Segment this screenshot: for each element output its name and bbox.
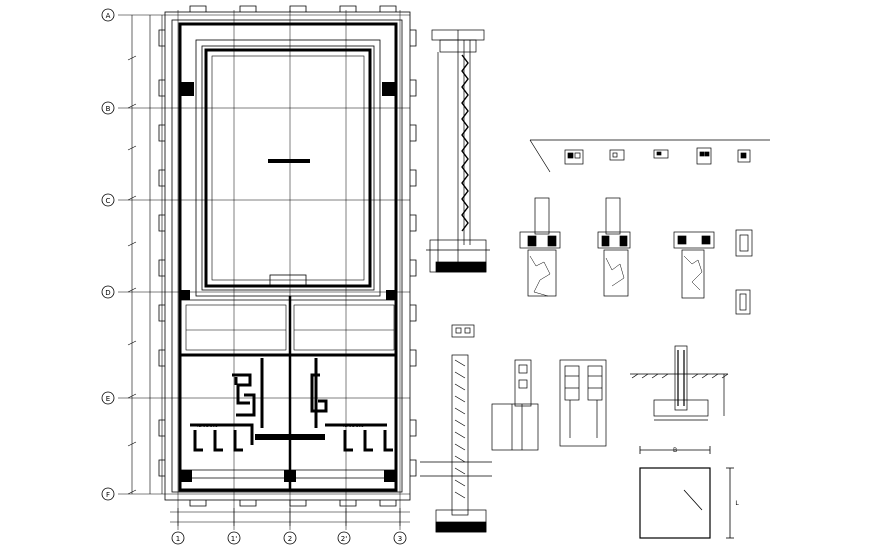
svg-text:D: D [105,289,110,297]
toilet-label-right: TLAVE-301 [341,423,364,428]
svg-text:E: E [106,395,110,403]
row-bubble-b: B [101,101,115,115]
col-bubble-2p: 2' [337,531,351,545]
footing-plan-labels: B L [673,447,739,507]
col-bubble-3: 3 [393,531,407,545]
svg-text:C: C [106,197,111,205]
row-bubble-a: A [101,8,115,22]
beam-sections-row [529,139,770,173]
center-bar [268,159,310,163]
wall-section-detail [426,29,490,273]
plan-annotations: TLAVE-301 TLAVE-301 [195,423,364,428]
column-elevation [420,324,492,533]
dim-b: B [673,447,677,454]
structural-wall [178,22,398,492]
svg-text:B: B [106,105,111,113]
toilet-label-left: TLAVE-301 [195,423,218,428]
retaining-wall-section [630,345,729,421]
row-bubble-e: E [101,391,115,405]
toilet-beam [255,434,325,440]
col-bubble-2: 2 [283,531,297,545]
double-column-detail [559,359,607,447]
footing-details [519,197,753,315]
dim-l: L [735,500,739,507]
left-dimension-lines [127,15,163,495]
row-bubble-c: C [101,193,115,207]
svg-text:3: 3 [398,535,402,543]
pedestal-detail [491,359,539,451]
svg-text:F: F [106,491,110,499]
toilet-walls [190,358,393,452]
svg-text:1': 1' [231,535,237,543]
svg-text:1: 1 [176,535,180,543]
row-bubble-f: F [101,487,115,501]
col-bubble-1: 1 [171,531,185,545]
row-bubbles: A B C D E F [101,8,115,501]
svg-text:A: A [106,12,111,20]
footing-plan-b-l [639,446,734,539]
svg-text:2': 2' [341,535,347,543]
outer-wall [158,5,417,507]
bottom-dimension-lines [170,508,410,526]
col-bubbles: 1 1' 2 2' 3 [171,531,407,545]
row-bubble-d: D [101,285,115,299]
col-bubble-1p: 1' [227,531,241,545]
plan-columns [180,82,396,482]
svg-text:2: 2 [288,535,292,543]
plan-lower-room-lines [185,304,395,351]
